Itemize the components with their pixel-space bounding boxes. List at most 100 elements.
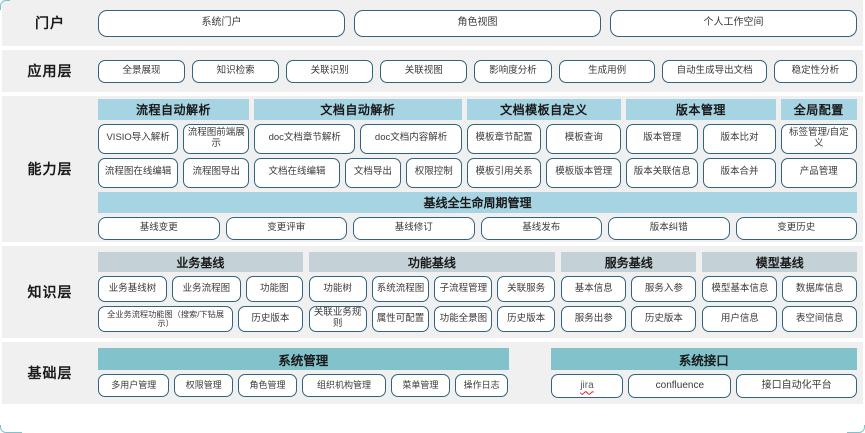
capability-group-doc-template: 文档模板自定义 模板章节配置 模板查询 模板引用关系 模板版本管理 (466, 98, 622, 188)
capability-group-doc-parsing: 文档自动解析 doc文档章节解析 doc文档内容解析 文档在线编辑 文档导出 权… (254, 98, 462, 188)
kn-item-model-basic-info[interactable]: 模型基本信息 (702, 276, 778, 302)
kn-item-full-business-flow-function-chart[interactable]: 全业务流程功能图（搜索/下钻展示） (98, 306, 234, 332)
knowledge-group-business-baseline: 业务基线 业务基线树 业务流程图 功能图 全业务流程功能图（搜索/下钻展示） 历… (98, 252, 303, 332)
decorative-corner-bottom-right (847, 425, 865, 433)
kn-item-function-chart[interactable]: 功能图 (245, 276, 303, 302)
knowledge-group-model-baseline: 模型基线 模型基本信息 数据库信息 用户信息 表空间信息 (702, 252, 857, 332)
kn-item-history-version[interactable]: 历史版本 (497, 306, 556, 332)
layer-label-foundation: 基础层 (27, 365, 73, 381)
layer-label-portal: 门户 (35, 15, 65, 31)
capability-group-row: 标签管理/自定义 (780, 123, 857, 154)
portal-item-role-view[interactable]: 角色视图 (354, 9, 601, 37)
kn-item-function-tree[interactable]: 功能树 (308, 276, 367, 302)
knowledge-group-row: 用户信息 表空间信息 (702, 306, 857, 332)
capability-group-row: 模板章节配置 模板查询 (466, 123, 622, 154)
app-item-panorama[interactable]: 全景展现 (98, 59, 186, 83)
baseline-lifecycle-title: 基线全生命周期管理 (98, 191, 857, 213)
knowledge-group-title: 业务基线 (98, 252, 303, 272)
lifecycle-item-baseline-release[interactable]: 基线发布 (480, 216, 602, 240)
kn-item-service-input-params[interactable]: 服务入参 (631, 276, 697, 302)
knowledge-group-row: 模型基本信息 数据库信息 (702, 276, 857, 302)
app-item-relation-view[interactable]: 关联视图 (380, 59, 468, 83)
kn-item-business-flow-chart[interactable]: 业务流程图 (171, 276, 241, 302)
capability-group-version-mgmt: 版本管理 版本管理 版本比对 版本关联信息 版本合并 (626, 98, 776, 188)
cap-item-doc-chapter-parse[interactable]: doc文档章节解析 (254, 123, 356, 154)
kn-item-subprocess-mgmt[interactable]: 子流程管理 (434, 276, 493, 302)
app-item-auto-export-doc[interactable]: 自动生成导出文档 (662, 59, 767, 83)
capability-group-row: VISIO导入解析 流程图前端展示 (98, 123, 250, 154)
kn-item-business-baseline-tree[interactable]: 业务基线树 (98, 276, 167, 302)
cap-item-flow-online-edit[interactable]: 流程图在线编辑 (98, 157, 179, 188)
fd-item-confluence[interactable]: confluence (628, 374, 732, 398)
portal-item-system-portal[interactable]: 系统门户 (98, 9, 345, 37)
lifecycle-item-version-correction[interactable]: 版本纠错 (608, 216, 730, 240)
cap-item-version-merge[interactable]: 版本合并 (703, 157, 776, 188)
knowledge-group-row: 基本信息 服务入参 (561, 276, 697, 302)
capability-group-title: 文档自动解析 (254, 98, 462, 120)
knowledge-groups: 业务基线 业务基线树 业务流程图 功能图 全业务流程功能图（搜索/下钻展示） 历… (98, 252, 857, 332)
fd-item-multi-user-mgmt[interactable]: 多用户管理 (98, 374, 170, 397)
knowledge-group-service-baseline: 服务基线 基本信息 服务入参 服务出参 历史版本 (561, 252, 697, 332)
fd-item-operation-log[interactable]: 操作日志 (454, 374, 509, 397)
app-item-stability-analysis[interactable]: 稳定性分析 (773, 59, 857, 83)
fd-item-permission-mgmt[interactable]: 权限管理 (174, 374, 234, 397)
capability-group-global-config: 全局配置 标签管理/自定义 产品管理 (780, 98, 857, 188)
knowledge-group-title: 功能基线 (308, 252, 556, 272)
lifecycle-item-baseline-change[interactable]: 基线变更 (98, 216, 220, 240)
lifecycle-item-change-history[interactable]: 变更历史 (735, 216, 857, 240)
layer-application: 应用层 全景展现 知识检索 关联识别 关联视图 影响度分析 生成用例 自动生成导… (2, 50, 863, 92)
lifecycle-item-baseline-revision[interactable]: 基线修订 (353, 216, 475, 240)
kn-item-history-version[interactable]: 历史版本 (238, 306, 303, 332)
cap-item-product-management[interactable]: 产品管理 (780, 157, 857, 188)
app-item-impact-analysis[interactable]: 影响度分析 (474, 59, 552, 83)
fd-item-menu-mgmt[interactable]: 菜单管理 (391, 374, 450, 397)
knowledge-group-row: 功能树 系统流程图 子流程管理 关联服务 (308, 276, 556, 302)
kn-item-tablespace-info[interactable]: 表空间信息 (782, 306, 857, 332)
fd-item-jira[interactable]: jira (550, 374, 624, 398)
foundation-group-title: 系统管理 (98, 348, 509, 370)
capability-group-row: 版本管理 版本比对 (626, 123, 776, 154)
capability-group-title: 流程自动解析 (98, 98, 250, 120)
capability-groups: 流程自动解析 VISIO导入解析 流程图前端展示 流程图在线编辑 流程图导出 文… (98, 98, 857, 188)
kn-item-service-output-params[interactable]: 服务出参 (561, 306, 627, 332)
cap-item-template-reference[interactable]: 模板引用关系 (466, 157, 542, 188)
cap-item-flow-frontend-display[interactable]: 流程图前端展示 (183, 123, 250, 154)
cap-item-template-chapter-config[interactable]: 模板章节配置 (466, 123, 542, 154)
app-item-relation-recognition[interactable]: 关联识别 (286, 59, 374, 83)
app-item-knowledge-search[interactable]: 知识检索 (192, 59, 280, 83)
capability-group-row: 模板引用关系 模板版本管理 (466, 157, 622, 188)
cap-item-version-relation-info[interactable]: 版本关联信息 (626, 157, 699, 188)
fd-item-org-structure-mgmt[interactable]: 组织机构管理 (301, 374, 387, 397)
cap-item-doc-content-parse[interactable]: doc文档内容解析 (360, 123, 462, 154)
capability-group-title: 版本管理 (626, 98, 776, 120)
cap-item-flow-export[interactable]: 流程图导出 (183, 157, 250, 188)
lifecycle-item-change-review[interactable]: 变更评审 (225, 216, 347, 240)
kn-item-system-flow-chart[interactable]: 系统流程图 (371, 276, 430, 302)
cap-item-doc-online-edit[interactable]: 文档在线编辑 (254, 157, 340, 188)
kn-item-function-panorama[interactable]: 功能全景图 (434, 306, 493, 332)
kn-item-related-business-rule[interactable]: 关联业务规则 (308, 306, 367, 332)
app-item-generate-usecase[interactable]: 生成用例 (558, 59, 656, 83)
kn-item-database-info[interactable]: 数据库信息 (782, 276, 857, 302)
knowledge-group-row: 业务基线树 业务流程图 功能图 (98, 276, 303, 302)
kn-item-user-info[interactable]: 用户信息 (702, 306, 778, 332)
kn-item-basic-info[interactable]: 基本信息 (561, 276, 627, 302)
cap-item-visio-import-parse[interactable]: VISIO导入解析 (98, 123, 179, 154)
cap-item-doc-export[interactable]: 文档导出 (344, 157, 401, 188)
kn-item-related-service[interactable]: 关联服务 (497, 276, 556, 302)
cap-item-template-query[interactable]: 模板查询 (546, 123, 622, 154)
layer-foundation: 基础层 系统管理 多用户管理 权限管理 角色管理 组织机构管理 菜单管理 操作日… (2, 342, 863, 404)
capability-group-row: 版本关联信息 版本合并 (626, 157, 776, 188)
kn-item-attribute-configurable[interactable]: 属性可配置 (371, 306, 430, 332)
fd-item-interface-automation-platform[interactable]: 接口自动化平台 (736, 374, 858, 398)
fd-item-role-mgmt[interactable]: 角色管理 (238, 374, 297, 397)
cap-item-tag-management[interactable]: 标签管理/自定义 (780, 123, 857, 154)
cap-item-version-management[interactable]: 版本管理 (626, 123, 699, 154)
cap-item-template-version-mgmt[interactable]: 模板版本管理 (546, 157, 622, 188)
kn-item-history-version[interactable]: 历史版本 (631, 306, 697, 332)
portal-item-personal-workspace[interactable]: 个人工作空间 (610, 9, 857, 37)
knowledge-group-title: 服务基线 (561, 252, 697, 272)
jira-label: jira (580, 380, 594, 392)
cap-item-permission-control[interactable]: 权限控制 (405, 157, 462, 188)
cap-item-version-compare[interactable]: 版本比对 (703, 123, 776, 154)
